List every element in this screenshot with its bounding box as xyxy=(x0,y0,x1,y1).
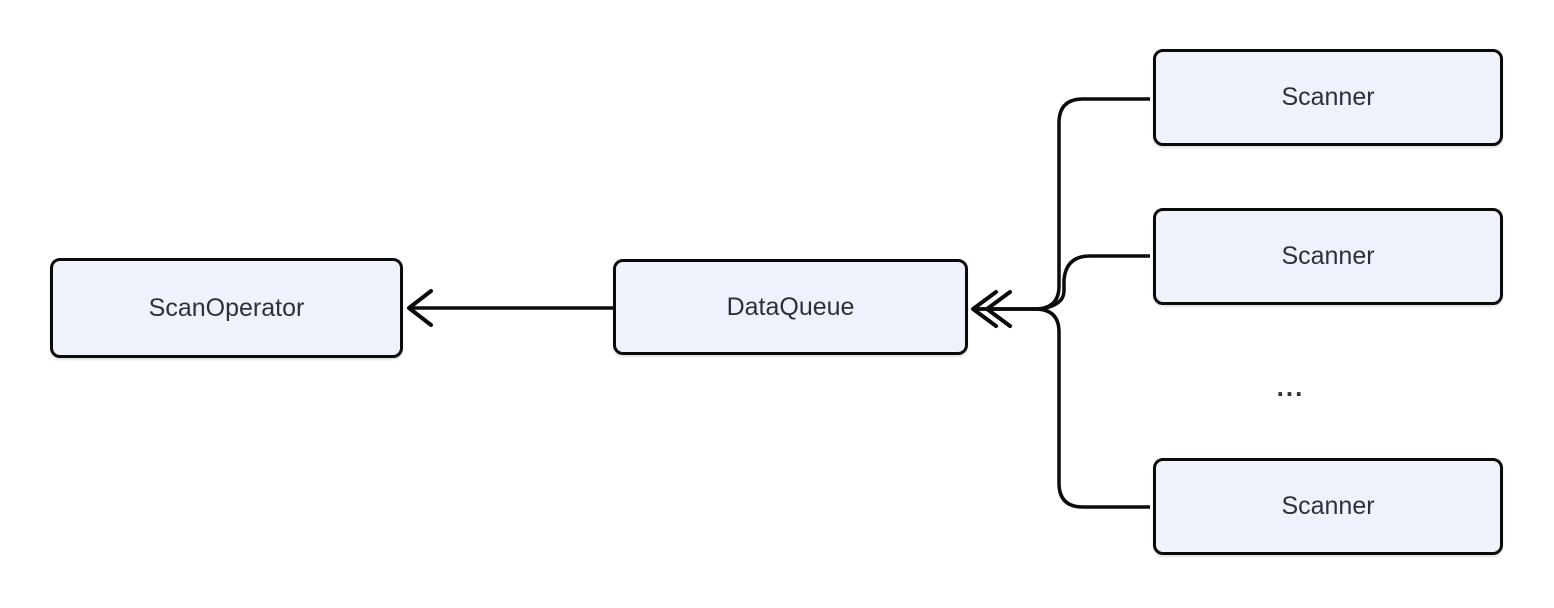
scanner-ellipsis-label: ... xyxy=(1276,372,1305,402)
arrowhead-single-chevron xyxy=(407,289,433,327)
node-scanoperator-label: ScanOperator xyxy=(148,293,305,322)
node-scanoperator: ScanOperator xyxy=(50,258,403,358)
node-dataqueue-label: DataQueue xyxy=(726,292,855,321)
node-scanner-2-label: Scanner xyxy=(1281,242,1375,270)
node-scanner-3: Scanner xyxy=(1153,458,1503,555)
node-scanner-1-label: Scanner xyxy=(1281,83,1375,111)
node-scanner-1: Scanner xyxy=(1153,49,1503,146)
node-dataqueue: DataQueue xyxy=(613,259,968,355)
arrowhead-double-chevron-back xyxy=(985,290,1012,328)
arrowhead-double-chevron-front xyxy=(971,290,998,328)
node-scanner-3-label: Scanner xyxy=(1281,492,1375,520)
node-scanner-2: Scanner xyxy=(1153,208,1503,305)
edge-scanner2-to-dataqueue xyxy=(976,254,1150,311)
edge-scanner3-to-dataqueue xyxy=(976,307,1150,509)
